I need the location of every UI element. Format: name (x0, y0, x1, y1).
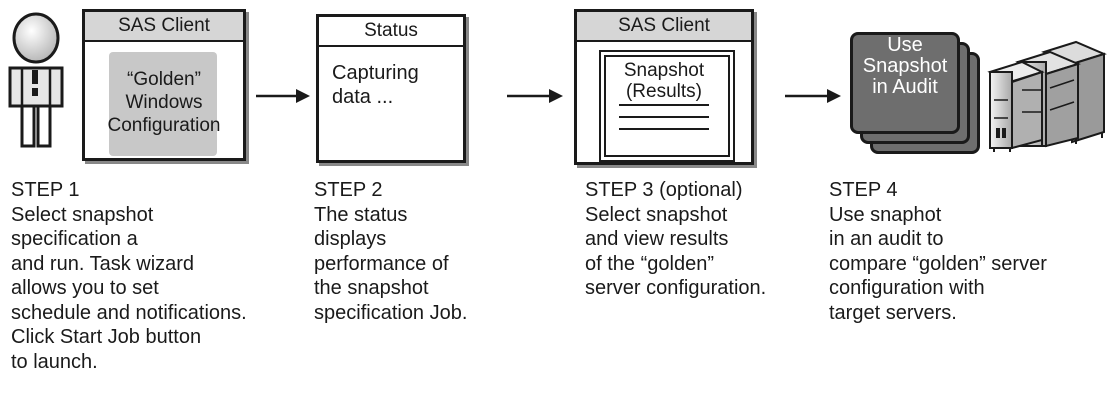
audit-card-text: Use Snapshot in Audit (853, 35, 957, 98)
status-window: Status Capturing data ... (316, 14, 466, 163)
step3-desc-line: Select snapshot (585, 203, 728, 226)
result-line-1 (619, 104, 709, 106)
step1-desc-line: specification a (11, 228, 138, 250)
step4-desc-line: target servers. (829, 301, 957, 324)
step1-desc-line: to launch. (11, 350, 98, 373)
window-title: SAS Client (577, 12, 751, 42)
result-line-3 (619, 128, 709, 130)
capturing-line: Capturing (332, 62, 419, 84)
step2-desc-line: specification Job. (314, 301, 468, 324)
golden-config-text: “Golden” Windows Configuration (85, 68, 243, 137)
user-figure-icon (8, 12, 64, 148)
audit-card-front (850, 32, 960, 134)
status-text: Capturing data ... (332, 61, 419, 109)
arrow-right-icon (785, 89, 841, 103)
data-line: data ... (332, 86, 394, 108)
step2-desc-line: The status (314, 203, 408, 226)
sas-client-window: SAS Client “Golden” Windows Configuratio… (82, 9, 246, 161)
step3-desc-line: of the “golden” (585, 252, 714, 275)
results-line: (Results) (625, 81, 702, 102)
configuration-line: Configuration (107, 115, 221, 136)
step2-heading: STEP 2 (314, 179, 383, 201)
step2-text: STEP 2 The status displays performance o… (314, 178, 467, 325)
window-title: Status (319, 17, 463, 47)
step1-heading: STEP 1 (11, 179, 80, 201)
step3-desc-line: server configuration. (585, 277, 767, 299)
step1-desc-line: allows you to set (11, 277, 159, 299)
step3-desc-line: and view results (585, 228, 729, 250)
window-title: SAS Client (85, 12, 243, 42)
document-icon (604, 55, 730, 157)
result-line-2 (619, 116, 709, 118)
step1-desc-line: schedule and notifications. (11, 301, 247, 324)
step4-heading: STEP 4 (829, 179, 898, 201)
golden-line: “Golden” (127, 69, 201, 90)
use-line: Use (887, 34, 923, 56)
arrow-right-icon (507, 89, 563, 103)
in-audit-line: in Audit (872, 76, 938, 98)
step4-desc-line: configuration with (829, 277, 985, 299)
step3-heading: STEP 3 (optional) (585, 179, 743, 201)
server-rack-icon (987, 40, 1107, 152)
audit-card-stack: Use Snapshot in Audit (850, 32, 980, 154)
snapshot-line: Snapshot (623, 60, 705, 81)
step1-desc-line: Click Start Job button (11, 326, 202, 348)
step4-text: STEP 4 Use snaphot in an audit to compar… (829, 178, 1047, 325)
step1-desc-line: Select snapshot (11, 203, 154, 226)
step1-desc-line: and run. Task wizard (11, 252, 195, 275)
step4-desc-line: in an audit to (829, 228, 944, 250)
step4-desc-line: Use snaphot (829, 203, 942, 226)
step2-desc-line: the snapshot (314, 277, 429, 299)
step2-desc-line: displays (314, 228, 387, 250)
snapshot-results-text: Snapshot (Results) (577, 60, 751, 102)
step3-text: STEP 3 (optional) Select snapshot and vi… (585, 178, 766, 301)
step2-desc-line: performance of (314, 252, 449, 275)
golden-config-panel (109, 52, 217, 156)
arrow-right-icon (256, 89, 310, 103)
windows-line: Windows (125, 92, 203, 113)
snapshot-line: Snapshot (862, 55, 948, 77)
step4-desc-line: compare “golden” server (829, 252, 1047, 275)
step1-text: STEP 1 Select snapshot specification a a… (11, 178, 247, 374)
sas-client-results-window: SAS Client Snapshot (Results) (574, 9, 754, 165)
